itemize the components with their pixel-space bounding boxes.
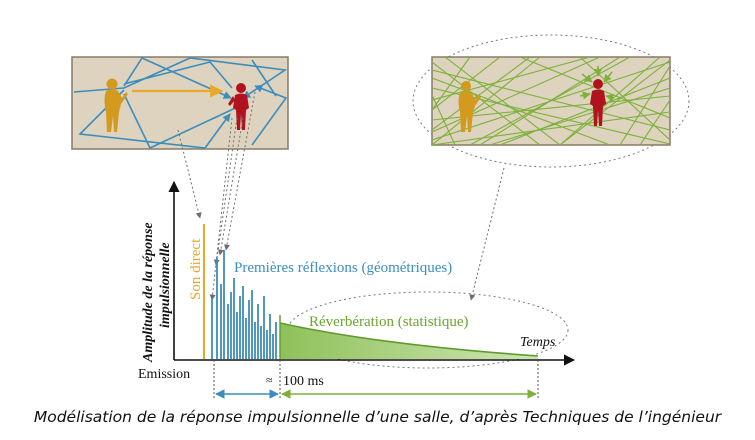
incoming-ray-arrow xyxy=(605,93,615,102)
early-reflections-label: Premières réflexions (géométriques) xyxy=(234,260,452,276)
direct-sound-label: Son direct xyxy=(188,238,204,300)
100ms-label: 100 ms xyxy=(283,374,324,389)
diffuse-ray xyxy=(469,57,631,145)
diffuse-ray xyxy=(639,99,670,145)
reflection-rays xyxy=(73,57,288,149)
early-reflection-impulses xyxy=(211,250,277,359)
reverberation-label: Réverbération (statistique) xyxy=(309,314,469,330)
incoming-ray-arrow xyxy=(581,73,593,83)
time-axis-label: Temps xyxy=(520,335,556,350)
diffuse-ray xyxy=(432,111,670,145)
reverb-decay-area xyxy=(280,323,538,359)
reverb-decay-curve xyxy=(279,322,539,357)
emission-label: Emission xyxy=(138,367,190,382)
incoming-ray-arrow xyxy=(603,71,613,83)
diffuse-ray xyxy=(619,65,670,145)
diffuse-ray xyxy=(432,57,541,145)
incoming-ray-arrow xyxy=(579,91,591,100)
room-early-reflections xyxy=(71,56,289,150)
diffuse-rays xyxy=(432,57,670,145)
speaker-person-icon xyxy=(458,81,481,132)
amplitude-axis-label-2: impulsionnelle xyxy=(158,242,173,328)
reverb-highlight-ellipse xyxy=(287,291,569,369)
diffuse-ray xyxy=(432,94,456,145)
mapping-arrows xyxy=(177,91,505,301)
diffuse-ray xyxy=(489,87,670,145)
diffuse-ray xyxy=(432,57,471,111)
diffuse-ray xyxy=(432,61,541,145)
diffuse-ray xyxy=(432,57,531,131)
diffuse-ray xyxy=(499,77,670,145)
impulse-response-graph: Amplitude de la réponse impulsionnelle S… xyxy=(138,180,576,399)
amplitude-axis-label: Amplitude de la réponse xyxy=(141,222,156,363)
diffuse-ray xyxy=(432,77,611,145)
speaker-person-icon xyxy=(104,78,128,132)
room-reverberation xyxy=(412,34,690,168)
listener-person-icon xyxy=(590,79,606,126)
approx-symbol: ≈ xyxy=(266,373,273,387)
listener-person-icon xyxy=(228,83,249,130)
diffuse-ray xyxy=(432,57,591,101)
diffuse-ray xyxy=(559,59,670,145)
diffuse-ray xyxy=(432,57,601,133)
figure-caption: Modélisation de la réponse impulsionnell… xyxy=(33,408,722,426)
